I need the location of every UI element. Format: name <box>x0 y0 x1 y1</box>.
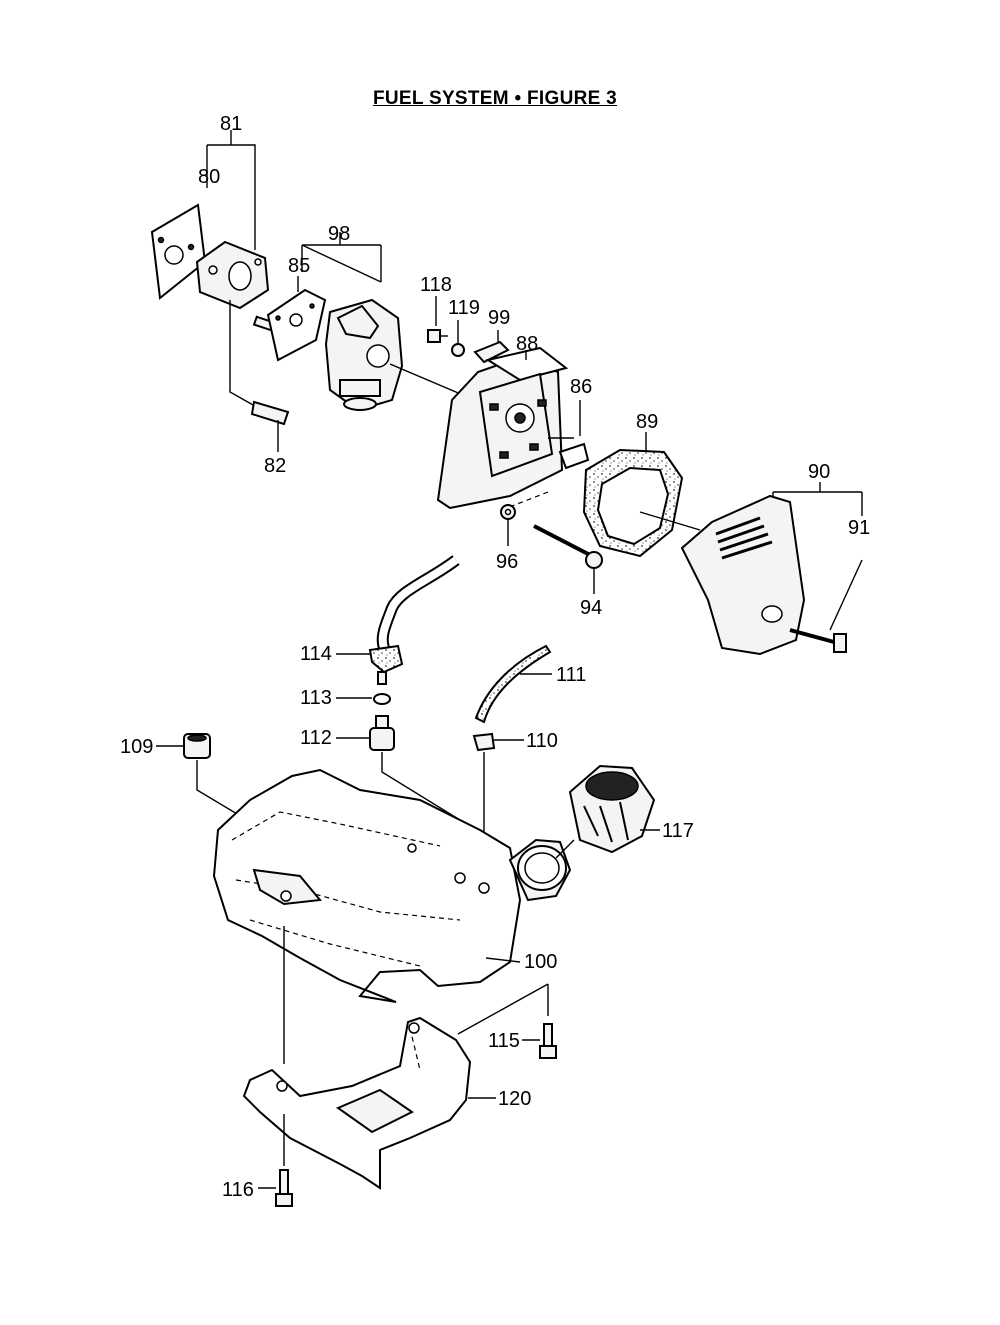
callout-98: 98 <box>301 223 382 283</box>
part-90-air-cleaner-cover <box>680 494 806 656</box>
label-112: 112 <box>300 727 332 749</box>
label-90: 90 <box>808 461 830 483</box>
label-115: 115 <box>488 1030 520 1052</box>
callout-81: 81 <box>206 113 256 250</box>
label-98: 98 <box>328 223 350 245</box>
label-82: 82 <box>264 455 286 477</box>
part-99-link: 99 <box>473 307 510 364</box>
part-81-insulator <box>195 240 270 310</box>
label-91: 91 <box>848 517 870 539</box>
label-85: 85 <box>288 255 310 277</box>
label-117: 117 <box>662 820 694 842</box>
part-85-carburetor-gasket: 85 <box>266 255 327 362</box>
label-94: 94 <box>580 597 602 619</box>
part-96-washer: 96 <box>496 504 518 573</box>
label-119: 119 <box>448 297 480 319</box>
label-111: 111 <box>556 664 586 686</box>
part-88-air-cleaner-case: 88 <box>436 333 569 510</box>
part-91-screw: 91 <box>789 517 870 653</box>
part-113-clip: 113 <box>300 687 391 709</box>
label-88: 88 <box>516 333 538 355</box>
part-114-fuel-line-filter: 114 <box>300 555 460 685</box>
part-119-nut: 119 <box>448 297 480 357</box>
part-89-air-filter: 89 <box>582 411 701 558</box>
part-86-choke: 86 <box>548 376 592 470</box>
label-96: 96 <box>496 551 518 573</box>
part-111-vent-line: 111 <box>474 644 586 724</box>
part-100-fuel-tank: 100 <box>212 768 572 1003</box>
part-98-carburetor <box>324 298 471 412</box>
label-86: 86 <box>570 376 592 398</box>
part-116-bolt: 116 <box>222 1114 293 1207</box>
label-120: 120 <box>498 1088 531 1110</box>
diagram-title: FUEL SYSTEM • FIGURE 3 <box>372 88 618 109</box>
label-89: 89 <box>636 411 658 433</box>
part-118-screw: 118 <box>420 274 452 343</box>
part-80-insulator-gasket <box>150 203 207 300</box>
label-80: 80 <box>198 166 220 188</box>
part-117-fuel-cap: 117 <box>555 764 694 859</box>
label-110: 110 <box>526 730 558 752</box>
label-116: 116 <box>222 1179 254 1201</box>
label-114: 114 <box>300 643 332 665</box>
part-112-grommet: 112 <box>300 715 461 878</box>
part-94-long-bolt: 94 <box>533 524 603 619</box>
label-113: 113 <box>300 687 332 709</box>
label-109: 109 <box>120 736 153 758</box>
label-118: 118 <box>420 274 452 296</box>
part-120-tank-bracket: 120 <box>242 1016 531 1190</box>
label-81: 81 <box>220 113 242 135</box>
label-100: 100 <box>524 951 557 973</box>
part-115-bolt: 115 <box>457 983 557 1059</box>
part-82-bolt: 82 <box>229 300 292 477</box>
label-99: 99 <box>488 307 510 329</box>
